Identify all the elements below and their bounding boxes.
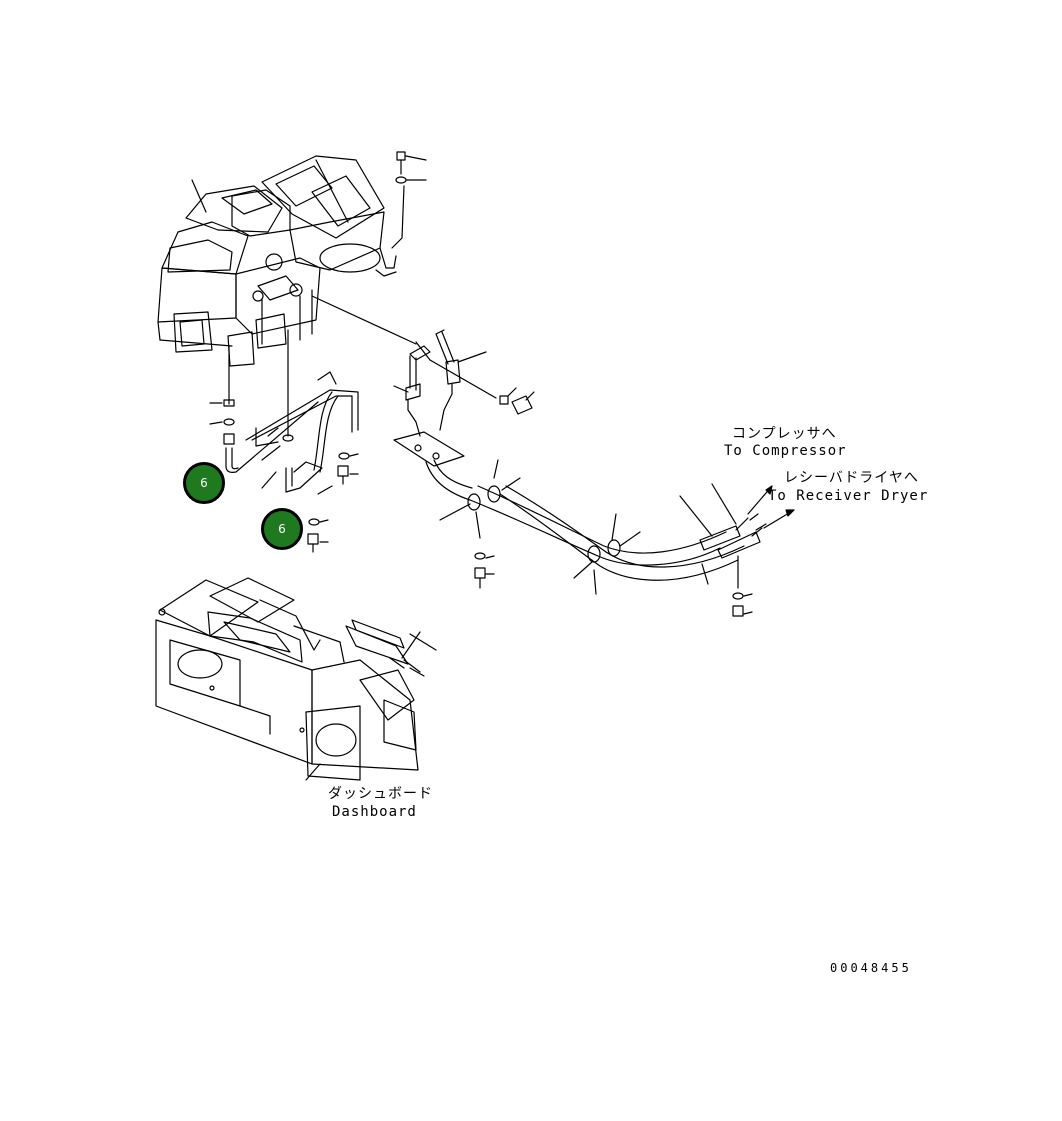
compressor-label-jp: コンプレッサへ: [732, 426, 837, 442]
direction-arrows: [747, 485, 795, 529]
dashboard-illustration: [155, 577, 437, 781]
ac-unit-illustration: [157, 155, 405, 367]
drain-bolts: [307, 452, 359, 553]
receiver-label-jp: レシーバドライヤへ: [784, 470, 919, 486]
drawing-number: 00048455: [830, 961, 912, 975]
receiver-label-en: To Receiver Dryer: [768, 488, 929, 504]
drain-hoses: [225, 371, 359, 495]
compressor-label-en: To Compressor: [724, 443, 847, 459]
unit-leader-lines: [191, 179, 417, 437]
dashboard-label-en: Dashboard: [332, 804, 417, 820]
callout-badge-6[interactable]: 6: [261, 508, 303, 550]
dashboard-label-jp: ダッシュボード: [328, 786, 433, 802]
callout-badge-6[interactable]: 6: [183, 462, 225, 504]
bolt-and-washer-top: [395, 151, 427, 184]
unit-fasteners: [209, 399, 294, 445]
hose-assembly: [393, 329, 767, 617]
